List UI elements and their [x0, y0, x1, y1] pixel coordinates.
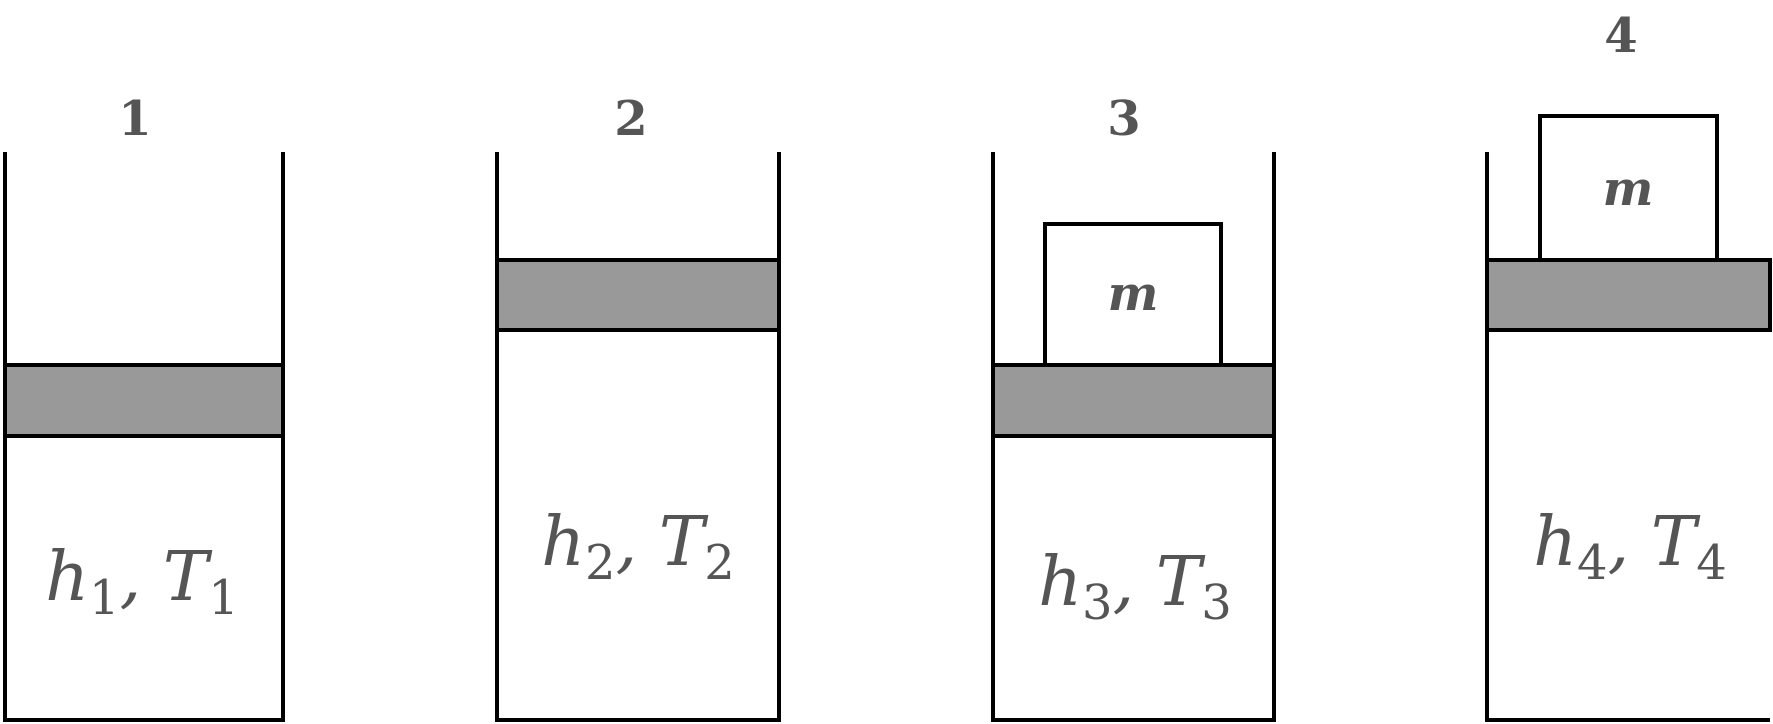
container-4-mass-label: m	[1603, 161, 1654, 217]
container-2-walls	[495, 152, 781, 722]
container-3-mass-label: m	[1108, 266, 1159, 322]
container-3-state-label: h3, T3	[1038, 543, 1231, 631]
container-4-state-label: h4, T4	[1533, 503, 1726, 591]
container-1-number: 1	[118, 91, 151, 147]
container-1-state-label: h1, T1	[45, 538, 238, 626]
container-2-number: 2	[614, 91, 647, 147]
container-4-mass-block	[1538, 114, 1719, 262]
container-3-mass-block	[1043, 222, 1223, 367]
container-3-number: 3	[1107, 91, 1140, 147]
container-1: 1 h1, T1	[3, 91, 285, 722]
container-2-state-label: h2, T2	[541, 503, 734, 591]
container-4-number: 4	[1604, 8, 1637, 64]
container-2: 2 h2, T2	[495, 91, 781, 722]
container-2-piston	[495, 258, 781, 332]
container-3: 3 m h3, T3	[991, 91, 1276, 722]
container-3-piston	[991, 363, 1276, 438]
container-1-piston	[3, 363, 285, 438]
container-4-walls	[1485, 152, 1770, 722]
container-4: 4 m h4, T4	[1485, 8, 1772, 722]
container-4-piston	[1485, 258, 1772, 332]
